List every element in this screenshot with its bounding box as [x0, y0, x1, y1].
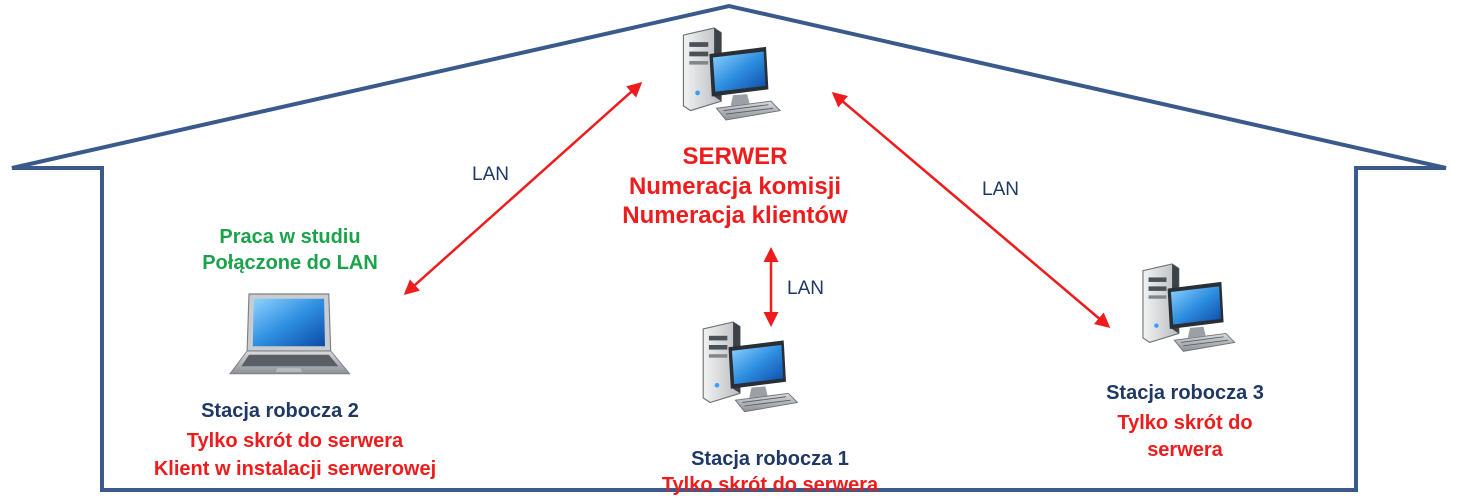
server-title: SERWER [682, 143, 788, 170]
lan-label-center: LAN [787, 278, 824, 299]
lan-label-left: LAN [472, 164, 509, 185]
desktop-computer-icon [1142, 263, 1236, 352]
desktop-computer-icon [702, 321, 799, 413]
station3-line-1: Tylko skrót do [1117, 412, 1253, 434]
station2-line-2: Klient w instalacji serwerowej [153, 458, 437, 480]
station3-line-2: serwera [1147, 439, 1223, 461]
lan-label-right: LAN [982, 179, 1019, 200]
laptop-icon [229, 293, 351, 375]
server-line-2: Numeracja klientów [622, 202, 848, 229]
house-outline [11, 3, 1447, 492]
station2-name: Stacja robocza 2 [201, 400, 359, 422]
server-line-1: Numeracja komisji [628, 173, 842, 200]
station2-line-1: Tylko skrót do serwera [186, 430, 404, 452]
desktop-computer-icon [682, 27, 781, 121]
station2-status-2: Połączone do LAN [202, 252, 378, 274]
station3-name: Stacja robocza 3 [1106, 382, 1264, 404]
link-arrow-left [403, 82, 643, 295]
station1-name: Stacja robocza 1 [691, 448, 849, 470]
link-arrow-right [831, 92, 1111, 328]
station1-line-1: Tylko skrót do serwera [661, 474, 879, 496]
station2-status-1: Praca w studiu [219, 226, 361, 248]
